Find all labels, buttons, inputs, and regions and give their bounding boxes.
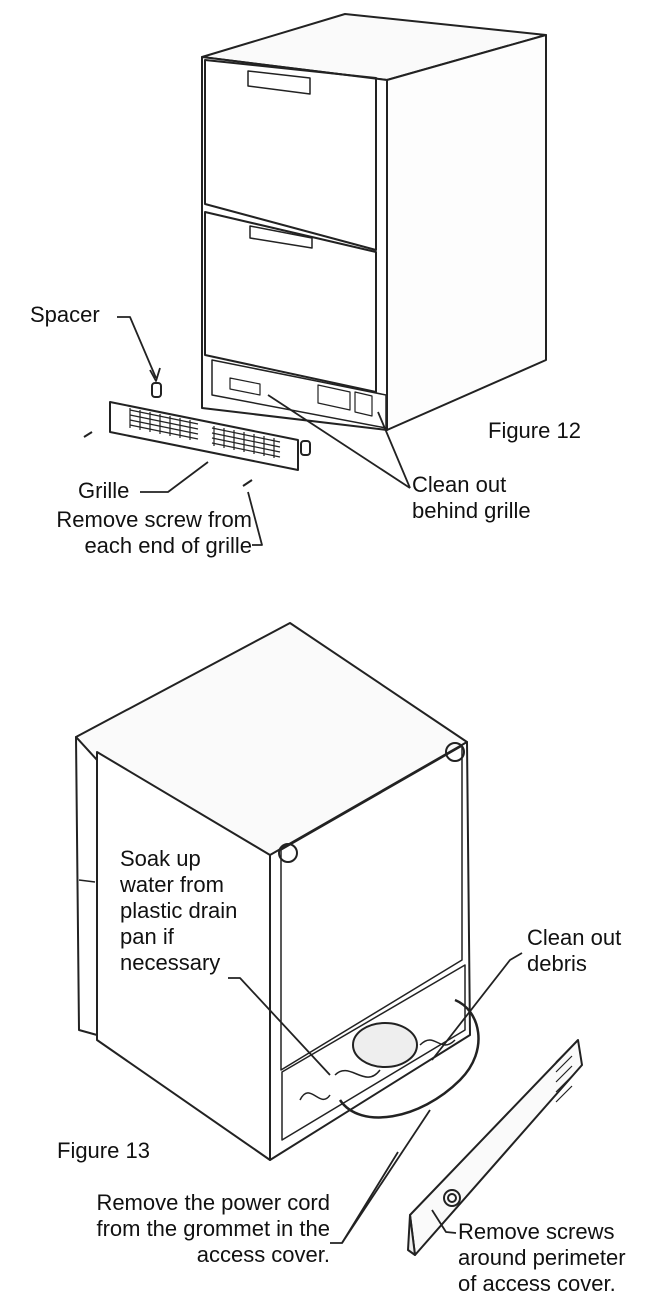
grille-illustration [83, 382, 311, 487]
soak-line-5: necessary [120, 950, 221, 975]
clean-out-line-1: Clean out [412, 472, 507, 497]
soak-line-4: pan if [120, 924, 174, 949]
clean-out-label: Clean out behind grille [412, 472, 531, 524]
drawer-unit-illustration [201, 13, 547, 431]
remove-screws-line-1: Remove screws [458, 1219, 615, 1244]
figure-13-caption: Figure 13 [57, 1138, 150, 1163]
clean-out-line-2: behind grille [412, 498, 531, 523]
soak-line-1: Soak up [120, 846, 201, 871]
figure-12-caption: Figure 12 [488, 418, 581, 443]
remove-screw-line-2: each end of grille [84, 533, 252, 558]
power-cord-line-2: from the grommet in the [96, 1216, 330, 1241]
access-cover-illustration [407, 1039, 583, 1256]
soak-line-3: plastic drain [120, 898, 238, 923]
remove-screws-label: Remove screws around perimeter of access… [458, 1219, 626, 1297]
power-cord-line-3: access cover. [196, 1242, 330, 1267]
grille-label: Grille [78, 478, 130, 503]
soak-up-label: Soak up water from plastic drain pan if … [120, 846, 237, 976]
debris-line-2: debris [527, 951, 587, 976]
debris-line-1: Clean out [527, 925, 622, 950]
clean-debris-label: Clean out debris [527, 925, 621, 977]
soak-line-2: water from [120, 872, 224, 897]
power-cord-line-1: Remove the power cord [96, 1190, 330, 1215]
remove-screws-line-2: around perimeter [458, 1245, 626, 1270]
remove-screw-label: Remove screw from each end of grille [8, 507, 252, 559]
appliance-rear-illustration [75, 622, 480, 1161]
remove-screws-line-3: of access cover. [458, 1271, 616, 1296]
spacer-label: Spacer [30, 302, 100, 327]
power-cord-label: Remove the power cord from the grommet i… [20, 1190, 330, 1268]
leader-lines [117, 316, 523, 1244]
remove-screw-line-1: Remove screw from [56, 507, 252, 532]
